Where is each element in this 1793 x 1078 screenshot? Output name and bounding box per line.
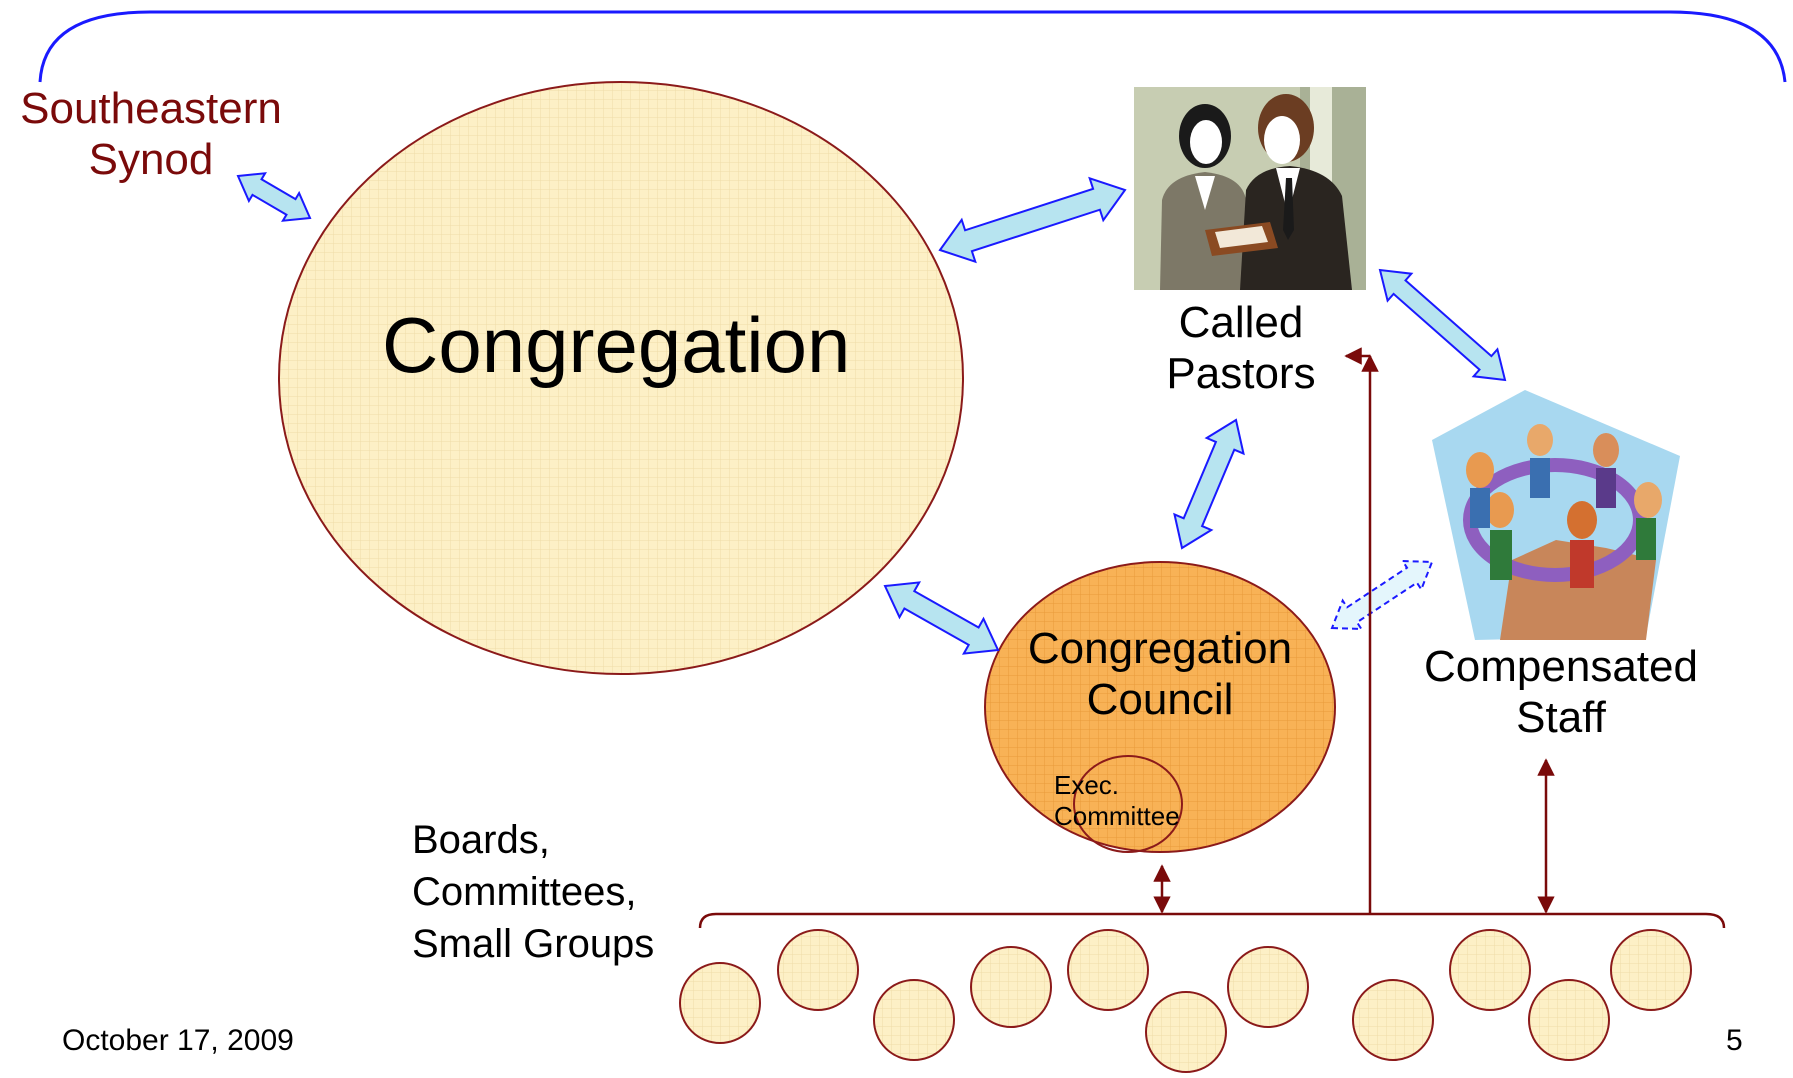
footer-date: October 17, 2009 xyxy=(62,1024,294,1057)
boards-label-line1: Boards, xyxy=(412,818,550,862)
council-staff-arrow xyxy=(1330,559,1434,631)
small-group-circle xyxy=(1449,929,1531,1011)
footer-page-number: 5 xyxy=(1726,1024,1743,1057)
council-label-line2: Council xyxy=(1086,674,1234,724)
small-group-circle xyxy=(1227,946,1309,1028)
small-group-circle xyxy=(1352,979,1434,1061)
synod-bracket xyxy=(38,10,1787,83)
pastors-label-line2: Pastors xyxy=(1166,348,1316,398)
boards-label: Boards, Committees, Small Groups xyxy=(412,814,654,970)
synod-congregation-arrow xyxy=(236,172,312,222)
boards-label-line2: Committees, xyxy=(412,870,637,914)
council-pastors-arrow xyxy=(1173,418,1245,550)
small-group-circle xyxy=(873,979,955,1061)
synod-label-line1: Southeastern xyxy=(20,84,282,133)
exec-committee-circle xyxy=(1073,755,1183,853)
pastors-staff-arrow xyxy=(1378,268,1507,382)
pastors-image xyxy=(1134,87,1366,290)
staff-label-line1: Compensated xyxy=(1424,642,1698,691)
small-group-circle xyxy=(1610,929,1692,1011)
congregation-council-arrow xyxy=(883,581,1000,655)
pastors-label-line1: Called xyxy=(1178,298,1304,347)
relationship-arrows xyxy=(236,172,1507,655)
staff-image xyxy=(1432,390,1680,640)
small-group-circle xyxy=(970,946,1052,1028)
staff-label-line2: Staff xyxy=(1516,692,1606,742)
congregation-label: Congregation xyxy=(382,301,851,389)
pastors-label: Called Pastors xyxy=(1130,298,1352,399)
council-label-line1: Congregation xyxy=(1027,624,1293,673)
small-groups xyxy=(679,929,1692,1073)
congregation-pastors-arrow xyxy=(938,176,1127,264)
synod-label: Southeastern Synod xyxy=(10,84,292,185)
small-group-circle xyxy=(679,962,761,1044)
small-group-circle xyxy=(1528,979,1610,1061)
synod-label-line2: Synod xyxy=(88,134,214,184)
exec-committee-label: Exec. Committee xyxy=(1054,770,1180,832)
groups-bracket xyxy=(698,912,1726,929)
small-group-circle xyxy=(1145,991,1227,1073)
exec-label-line1: Exec. xyxy=(1054,770,1120,800)
council-circle xyxy=(984,561,1336,853)
staff-label: Compensated Staff xyxy=(1402,642,1720,743)
congregation-circle xyxy=(278,81,964,675)
small-group-circle xyxy=(777,929,859,1011)
council-label: Congregation Council xyxy=(1004,624,1316,725)
exec-label-line2: Committee xyxy=(1054,801,1180,832)
boards-label-line3: Small Groups xyxy=(412,922,655,966)
small-group-circle xyxy=(1067,929,1149,1011)
